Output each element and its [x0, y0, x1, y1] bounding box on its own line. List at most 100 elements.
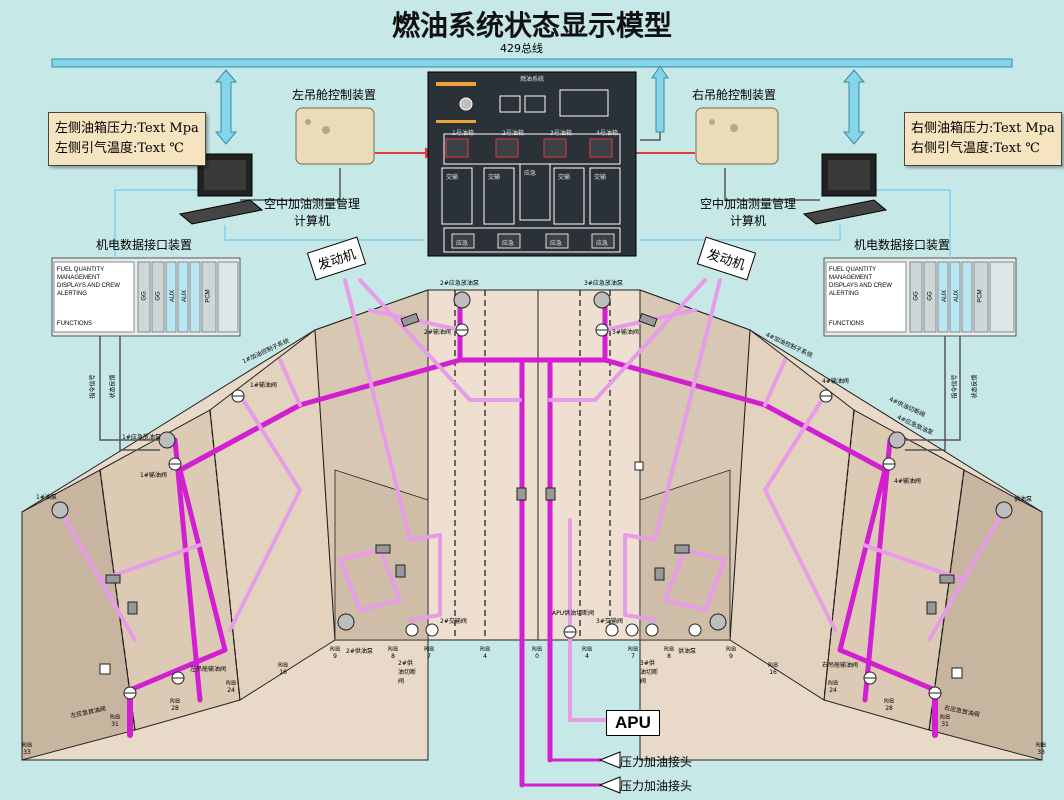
- right-tank-pressure: 右侧油箱压力:Text Mpa: [911, 121, 1055, 136]
- label-v1-trans: 1#输油阀: [250, 382, 277, 389]
- rack-slot-pcm: PCM: [205, 289, 212, 303]
- right-pod-device: [695, 107, 779, 165]
- panel-emerg-2: 应急: [502, 240, 515, 247]
- panel-title: 燃油系统: [519, 76, 544, 83]
- label-v3-cross: 3#交输阀: [596, 618, 623, 625]
- right-interface-label: 机电数据接口装置: [854, 238, 951, 252]
- label-v2-cutoff: 2#供油切断阀: [398, 660, 417, 685]
- rack-slot-aux2: AUX: [182, 289, 189, 303]
- left-info-box: 左侧油箱压力:Text Mpa 左侧引气温度:Text ℃: [48, 112, 206, 166]
- left-command-signal: 指令信号: [89, 374, 97, 399]
- label-p1-emerg: 1#应急放油泵: [122, 434, 161, 441]
- rack-slot-aux2-r: AUX: [954, 289, 961, 303]
- panel-emerg-5: 应急: [524, 170, 537, 177]
- left-tank-pressure: 左侧油箱压力:Text Mpa: [55, 121, 199, 136]
- pump-markers: [51, 291, 1013, 700]
- left-laptop: [178, 153, 264, 225]
- label-v2-pump: 2#供油泵: [346, 648, 373, 655]
- label-v3-trans: 3#输油阀: [612, 329, 639, 336]
- label-v4-trans: 4#输油阀: [822, 378, 849, 385]
- bus-arrows: [214, 65, 866, 145]
- label-v1-trans2: 1#输油阀: [140, 472, 167, 479]
- rack-slot-gg1: GG: [141, 291, 148, 301]
- rack-slot-pcm-r: PCM: [977, 289, 984, 303]
- left-interface-rack: [51, 257, 241, 337]
- rack-slot-gg1-r: GG: [913, 291, 920, 301]
- apu-label: APU: [606, 710, 660, 736]
- rack-slot-aux1: AUX: [170, 289, 177, 303]
- label-v3-cutoff: 3#供油切断阀: [640, 660, 659, 685]
- panel-cross-1: 交输: [446, 174, 459, 181]
- panel-emerg-3: 应急: [550, 240, 563, 247]
- label-apu-cutoff: APU供油切断阀: [552, 610, 595, 617]
- panel-tank-3: 3号油箱: [550, 130, 572, 137]
- label-v2-trans: 2#输油阀: [424, 329, 451, 336]
- label-p3-emerg: 3#应急放油泵: [584, 280, 623, 287]
- label-right-outlet: 右吊舱输油阀: [822, 662, 859, 669]
- right-status-feedback: 状态反馈: [971, 374, 979, 399]
- label-p-right: 供油泵: [678, 648, 697, 655]
- right-command-signal: 指令信号: [951, 374, 959, 399]
- label-p2-emerg: 2#应急放油泵: [440, 280, 479, 287]
- refuel-connector-1: 压力加油接头: [620, 755, 693, 769]
- rack-slot-aux1-r: AUX: [942, 289, 949, 303]
- panel-tank-1: 1号油箱: [452, 130, 474, 137]
- control-lines: [99, 70, 961, 451]
- right-bleed-temp: 右侧引气温度:Text ℃: [911, 141, 1040, 156]
- right-computer-label: 空中加油测量管理计算机: [699, 197, 796, 228]
- left-interface-label: 机电数据接口装置: [96, 238, 193, 252]
- panel-emerg-1: 应急: [456, 240, 469, 247]
- left-computer-label: 空中加油测量管理计算机: [263, 197, 360, 228]
- label-v2-cross: 2#交输阀: [440, 618, 467, 625]
- panel-tank-4: 4号油箱: [596, 130, 618, 137]
- right-pod-label: 右吊舱控制装置: [692, 88, 777, 102]
- label-p1: 1#油泵: [36, 494, 57, 501]
- arinc-429-bus: [51, 58, 1013, 68]
- refuel-arrows: [598, 751, 621, 794]
- panel-tank-2: 2号油箱: [502, 130, 524, 137]
- rack-slot-gg2: GG: [155, 291, 162, 301]
- panel-emerg-4: 应急: [596, 240, 609, 247]
- rack-slot-gg2-r: GG: [927, 291, 934, 301]
- page-title: 燃油系统状态显示模型: [391, 9, 672, 42]
- label-v4-valve: 4#输油阀: [894, 478, 921, 485]
- refuel-connector-2: 压力加油接头: [620, 779, 693, 793]
- left-status-feedback: 状态反馈: [109, 374, 117, 399]
- left-bleed-temp: 左侧引气温度:Text ℃: [55, 141, 184, 156]
- label-p4: 供油泵: [1014, 496, 1033, 503]
- left-pod-label: 左吊舱控制装置: [292, 88, 377, 102]
- panel-cross-4: 交输: [594, 174, 607, 181]
- panel-cross-3: 交输: [558, 174, 571, 181]
- wing-structure: [21, 289, 1043, 761]
- bus-label: 429总线: [500, 42, 543, 55]
- right-laptop: [802, 153, 888, 225]
- left-pod-device: [295, 107, 375, 165]
- right-interface-rack: [823, 257, 1017, 337]
- label-left-outlet2: 左吊舱输油阀: [190, 666, 227, 673]
- panel-cross-2: 交输: [488, 174, 501, 181]
- central-control-panel: [427, 71, 637, 257]
- right-info-box: 右侧油箱压力:Text Mpa 右侧引气温度:Text ℃: [904, 112, 1062, 166]
